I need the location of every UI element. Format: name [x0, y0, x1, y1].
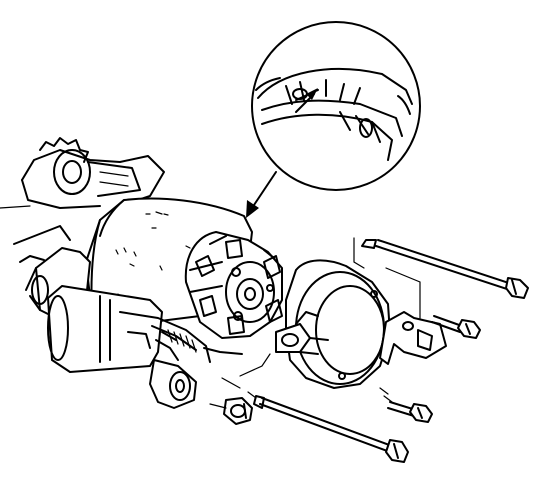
brush-holder-plate [184, 231, 283, 339]
bracket [379, 311, 447, 365]
engine-block [0, 137, 165, 245]
pointer-arrow [246, 171, 277, 218]
mounting-bolt [247, 391, 409, 463]
small-bolt [431, 315, 481, 339]
small-bolt [379, 387, 433, 423]
nut [209, 353, 271, 425]
through-bolt [353, 237, 529, 319]
end-cover [275, 259, 391, 389]
solenoid [47, 285, 243, 409]
magnifier-inset [251, 21, 421, 191]
